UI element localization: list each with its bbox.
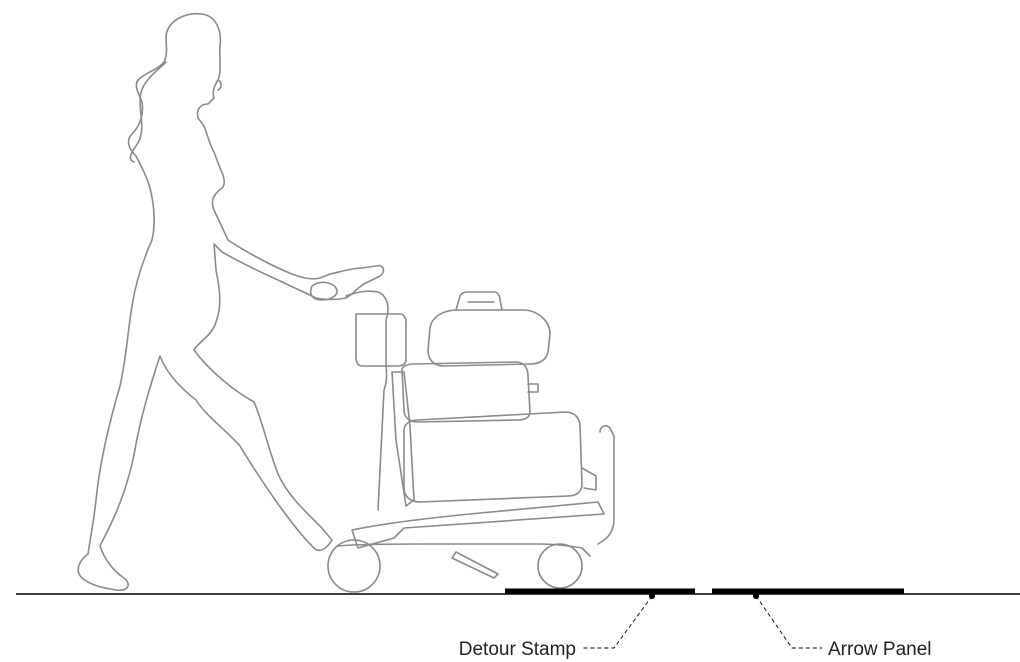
arrow-panel-label: Arrow Panel — [828, 639, 932, 660]
detour-stamp-label: Detour Stamp — [459, 639, 576, 660]
detour-stamp-leader — [582, 596, 652, 648]
luggage-cart — [328, 291, 614, 592]
arrow-panel-leader — [756, 596, 822, 648]
woman-figure — [78, 14, 383, 591]
luggage — [402, 292, 596, 502]
